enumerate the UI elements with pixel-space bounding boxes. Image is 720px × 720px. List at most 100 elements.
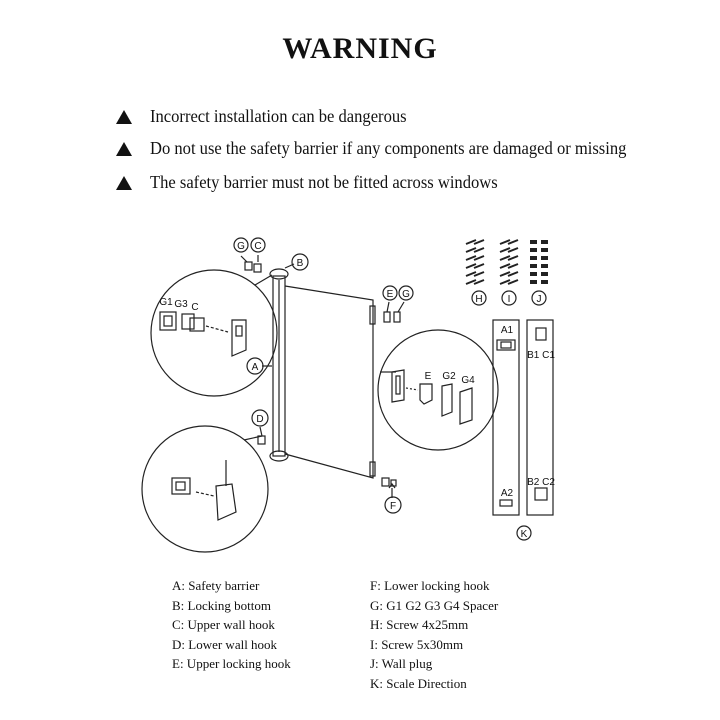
warning-item-2: Do not use the safety barrier if any com… xyxy=(116,138,668,159)
label-c-detail: C xyxy=(191,302,198,313)
leader-g2 xyxy=(397,301,405,313)
warning-triangle-icon xyxy=(116,141,132,156)
legend-item: K: Scale Direction xyxy=(370,675,467,691)
label-g2: G2 xyxy=(442,371,456,382)
label-h: H xyxy=(475,294,482,305)
screw-i-pack xyxy=(499,239,519,285)
lower-locking-hook-hardware xyxy=(381,477,397,498)
callout-leader xyxy=(254,274,273,286)
top-hardware-icons xyxy=(240,255,295,273)
strip-mark-b1-icon xyxy=(535,327,547,341)
strip-mark-b2-icon xyxy=(534,487,548,501)
label-circle-g xyxy=(233,237,249,253)
scale-strip-right xyxy=(526,319,554,516)
lower-spacer-icon xyxy=(171,477,191,495)
label-circle-j xyxy=(531,290,547,306)
barrier-top-cap xyxy=(269,268,289,280)
legend-item: A: Safety barrier xyxy=(172,578,260,593)
upper-locking-hook-detail xyxy=(391,369,473,425)
screw-icon xyxy=(195,491,215,497)
legend-item: G: G1 G2 G3 G4 Spacer xyxy=(370,597,499,613)
locking-hook-e-icon xyxy=(419,383,433,405)
legend-item: J: Wall plug xyxy=(370,656,433,671)
legend-item: F: Lower locking hook xyxy=(370,578,490,593)
callout-leader xyxy=(243,435,263,441)
label-i: I xyxy=(508,294,511,305)
wall-plug-j-icons xyxy=(530,240,548,284)
legend-item: H: Screw 4x25mm xyxy=(370,617,469,632)
spacer-g3-icon xyxy=(181,313,195,330)
label-g1: G1 xyxy=(159,297,173,308)
strip-mark-a2-icon xyxy=(499,499,513,507)
post-hook-slot xyxy=(235,325,243,337)
lower-wall-hook-detail xyxy=(171,460,237,521)
spacer-g1-inner xyxy=(163,315,173,327)
label-g3: G3 xyxy=(174,299,188,310)
barrier-post xyxy=(272,275,286,457)
barrier-latch-slot xyxy=(395,375,401,395)
label-circle-c xyxy=(250,237,266,253)
label-g4: G4 xyxy=(461,375,475,386)
wall-plug-j-pack xyxy=(530,240,548,284)
warning-text: Incorrect installation can be dangerous xyxy=(150,106,407,126)
warning-item-1: Incorrect installation can be dangerous xyxy=(116,106,429,127)
leader-d xyxy=(259,426,263,437)
label-circle-b xyxy=(291,253,309,271)
small-f-icon xyxy=(381,477,390,487)
arrow-f-icon xyxy=(388,483,396,489)
spacer-g1-icon xyxy=(159,311,177,331)
label-g-right: G xyxy=(402,289,410,300)
spacer-g4-icon xyxy=(459,387,473,425)
label-circle-e xyxy=(382,285,398,301)
label-e: E xyxy=(387,289,394,300)
label-k: K xyxy=(521,529,528,540)
label-circle-f xyxy=(384,496,402,514)
screw-icon xyxy=(205,325,229,333)
label-circle-g-right xyxy=(398,285,414,301)
label-e-detail: E xyxy=(425,371,432,382)
warning-text: Do not use the safety barrier if any com… xyxy=(150,138,627,158)
scale-strip-left xyxy=(492,319,520,516)
label-j: J xyxy=(537,294,542,305)
label-d: D xyxy=(256,414,263,425)
barrier-post-top-icon xyxy=(231,319,247,357)
label-b1c1: B1 C1 xyxy=(527,350,555,361)
page-title: WARNING xyxy=(282,32,438,65)
safety-barrier-a xyxy=(269,268,376,479)
label-circle-i xyxy=(501,290,517,306)
barrier-post-bottom-icon xyxy=(215,483,237,521)
legend-right: F: Lower locking hook G: G1 G2 G3 G4 Spa… xyxy=(370,576,498,693)
warning-triangle-icon xyxy=(116,175,132,190)
detail-circle-upper-left xyxy=(150,269,278,397)
leader-e xyxy=(386,301,390,313)
screw-h-icons xyxy=(465,239,485,285)
strip-mark-a1-icon xyxy=(496,339,516,351)
lower-latch-on-barrier xyxy=(369,461,376,477)
label-circle-d xyxy=(251,409,269,427)
warning-item-3: The safety barrier must not be fitted ac… xyxy=(116,172,528,193)
legend-item: E: Upper locking hook xyxy=(172,656,291,671)
small-spacer-icon xyxy=(244,261,253,271)
scale-strip-k xyxy=(492,319,554,516)
screw-icon xyxy=(405,387,419,391)
screw-h-pack xyxy=(465,239,485,285)
barrier-bottom-cap xyxy=(269,450,289,462)
legend-item: C: Upper wall hook xyxy=(172,617,275,632)
label-a2: A2 xyxy=(501,488,514,499)
upper-latch-on-barrier xyxy=(369,305,376,325)
legend-item: I: Screw 5x30mm xyxy=(370,636,464,652)
leader-g xyxy=(240,255,248,263)
label-b: B xyxy=(297,258,304,269)
small-hook-icon xyxy=(253,263,262,273)
wall-hook-c-icon xyxy=(189,317,205,332)
legend-left: A: Safety barrier B: Locking bottom C: U… xyxy=(172,576,291,674)
label-c: C xyxy=(254,241,261,252)
spacer-g2-icon xyxy=(441,383,453,417)
warning-triangle-icon xyxy=(116,109,132,124)
label-b2c2: B2 C2 xyxy=(527,477,555,488)
label-circle-h xyxy=(471,290,487,306)
label-g: G xyxy=(237,241,245,252)
detail-circle-right xyxy=(377,329,499,451)
upper-locking-hook-hardware xyxy=(383,301,405,323)
